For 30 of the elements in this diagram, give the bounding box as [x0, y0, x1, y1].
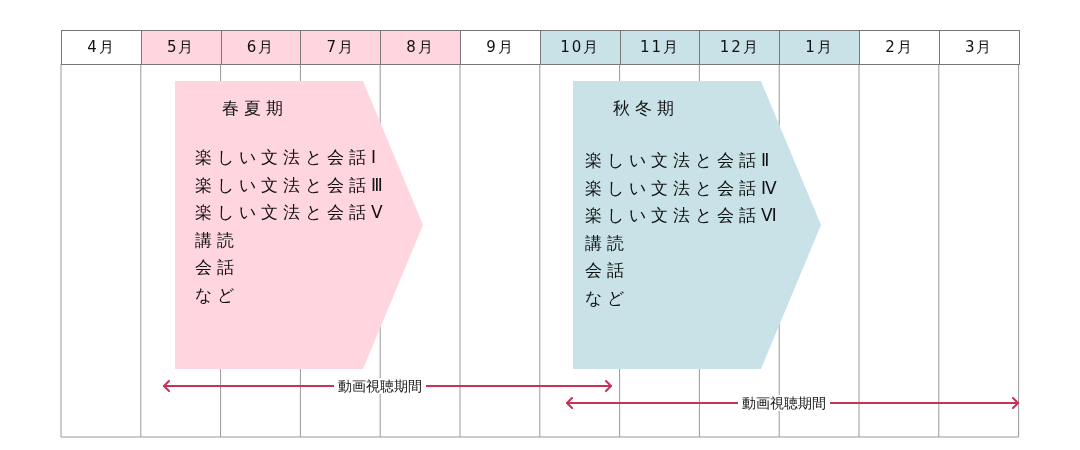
month-cell: 12月 [699, 30, 781, 65]
course-name: 楽しい文法と会話Ⅳ [585, 176, 782, 200]
month-cell: 3月 [938, 30, 1020, 65]
month-cell: 10月 [539, 30, 621, 65]
course-name: 講読 [585, 231, 629, 255]
period-heading: 春夏期 [222, 97, 288, 120]
course-name: 楽しい文法と会話Ⅰ [195, 146, 381, 169]
course-name: など [585, 287, 629, 310]
course-name: 楽しい文法と会話Ⅴ [195, 201, 388, 225]
month-cell: 1月 [779, 30, 860, 65]
period-heading: 秋冬期 [613, 97, 679, 120]
course-name: 会話 [195, 256, 239, 280]
month-cell: 6月 [220, 30, 302, 65]
course-name: 講読 [195, 228, 239, 252]
period-label: 動画視聴期間 [738, 395, 830, 411]
month-cell: 2月 [859, 30, 940, 65]
pentagon-arrow [175, 81, 423, 369]
month-cell: 4月 [61, 30, 142, 65]
month-cell: 11月 [619, 30, 701, 65]
month-cell: 5月 [140, 30, 222, 65]
month-cell: 9月 [460, 30, 541, 65]
month-cell: 7月 [300, 30, 382, 65]
course-name: など [195, 284, 239, 307]
course-name: 楽しい文法と会話Ⅱ [585, 149, 775, 172]
course-name: 楽しい文法と会話Ⅵ [585, 204, 782, 228]
period-label: 動画視聴期間 [334, 378, 426, 394]
course-name: 会話 [585, 259, 629, 283]
pentagon-arrow [573, 81, 821, 369]
month-cell: 8月 [380, 30, 461, 65]
course-name: 楽しい文法と会話Ⅲ [195, 173, 388, 197]
